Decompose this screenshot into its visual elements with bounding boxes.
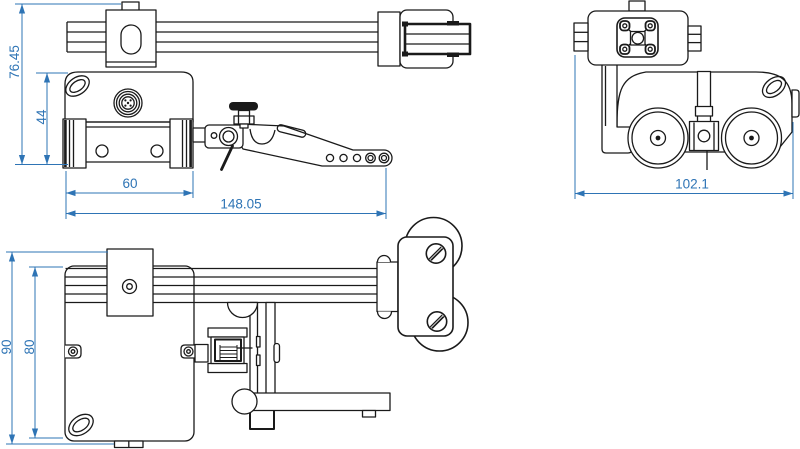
view-side-elevation xyxy=(573,0,800,170)
dim-side-overall-width: 102.1 xyxy=(574,55,794,199)
arm-boss xyxy=(249,128,276,145)
sensor-body-front xyxy=(64,71,194,123)
body-oval-slot xyxy=(761,75,787,99)
pivot-block xyxy=(204,124,244,149)
dimension-label: 60 xyxy=(122,176,137,191)
body-details-plan xyxy=(65,344,197,449)
clamp-arm-plan xyxy=(231,388,391,418)
dim-plan-body-depth: 80 xyxy=(22,266,63,439)
guide-wheel xyxy=(627,107,689,169)
center-block xyxy=(688,120,720,152)
rail-clamp-side xyxy=(573,0,702,66)
guide-wheel xyxy=(720,107,783,169)
dimension-label: 90 xyxy=(0,339,14,354)
pivot-circle xyxy=(231,388,258,415)
roller-bracket-plan xyxy=(376,216,469,352)
rail-clamp-plan xyxy=(106,248,154,317)
pivot-dome xyxy=(226,301,259,319)
guide-wheel-blocks-front xyxy=(62,118,194,169)
body-oval-slot xyxy=(68,413,94,437)
clamp-flange xyxy=(616,17,659,58)
cable-connector-plan xyxy=(194,327,253,374)
lock-pin xyxy=(220,144,234,171)
dimensions: 76.45 44 60 148.05 102.1 xyxy=(0,3,794,445)
dimension-label: 102.1 xyxy=(675,177,709,192)
clamp-slot-hole xyxy=(120,24,142,55)
rail-end-bracket xyxy=(377,9,472,69)
dim-body-width: 60 xyxy=(65,171,194,219)
screw-head xyxy=(425,243,447,265)
mount-hole xyxy=(95,144,109,158)
dim-overall-height: 76.45 xyxy=(7,3,121,165)
arm-slot xyxy=(276,124,307,138)
connector-coil xyxy=(219,345,238,362)
dimension-label: 44 xyxy=(34,109,49,125)
mount-hole xyxy=(150,144,164,158)
dimension-label: 76.45 xyxy=(7,45,22,79)
dimension-label: 148.05 xyxy=(220,197,261,212)
dim-overall-length: 148.05 xyxy=(66,168,387,219)
side-tab xyxy=(791,89,800,118)
thumbscrew xyxy=(229,102,258,129)
rail-clamp xyxy=(105,1,157,68)
clamp-arm xyxy=(192,102,393,171)
view-front-elevation xyxy=(62,1,472,171)
body-oval-slot xyxy=(65,75,90,97)
view-top-plan xyxy=(64,216,469,449)
dim-body-height: 44 xyxy=(34,72,68,165)
dim-plan-overall-depth: 90 xyxy=(0,251,114,445)
screw-head xyxy=(426,310,448,332)
dimension-label: 80 xyxy=(22,339,37,354)
m12-connector xyxy=(113,88,143,118)
probe-stem xyxy=(694,70,714,124)
